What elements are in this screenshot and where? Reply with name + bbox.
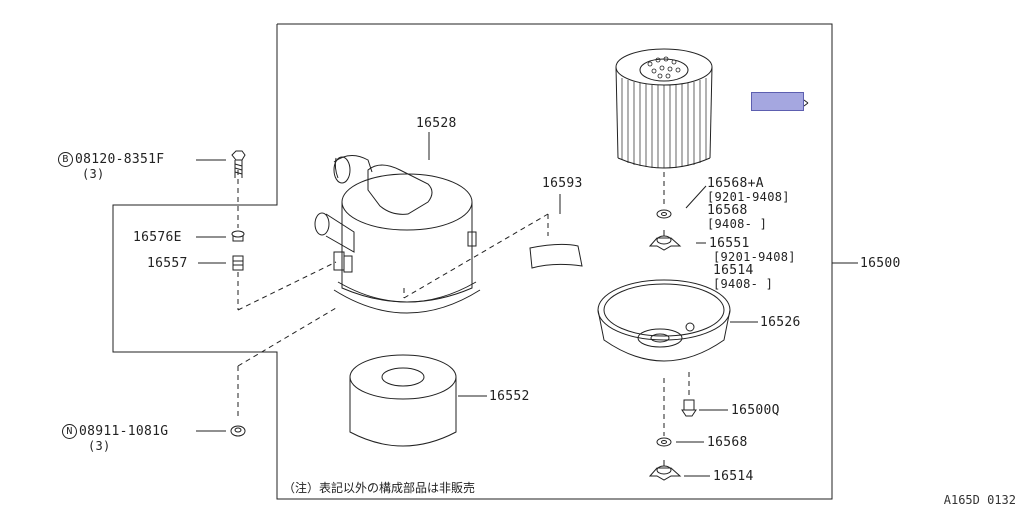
label-16514-range: [9408- ] xyxy=(713,277,774,291)
label-16568[interactable]: 16568 xyxy=(707,203,748,218)
label-16593[interactable]: 16593 xyxy=(542,176,583,191)
circle-n-icon: N xyxy=(62,424,77,439)
footnote: （注）表記以外の構成部品は非販売 xyxy=(283,481,476,495)
wing-nut-upper xyxy=(648,230,682,251)
label-16568-range: [9408- ] xyxy=(707,217,768,231)
label-bolt-qty: (3) xyxy=(82,167,105,181)
label-16514-lower[interactable]: 16514 xyxy=(713,469,754,484)
label-16576E[interactable]: 16576E xyxy=(133,230,182,245)
wing-nut-lower xyxy=(648,460,682,481)
assembly-frame xyxy=(112,23,833,500)
label-16500Q[interactable]: 16500Q xyxy=(731,403,780,418)
grommet xyxy=(231,230,245,242)
nut xyxy=(230,425,246,437)
drain-valve xyxy=(681,399,697,417)
pre-cleaner-element xyxy=(349,354,457,447)
nut-number: 08911-1081G xyxy=(79,424,169,439)
air-cleaner-bowl xyxy=(597,279,731,362)
label-16514-upper[interactable]: 16514 xyxy=(713,263,754,278)
collar xyxy=(232,255,244,271)
label-16552[interactable]: 16552 xyxy=(489,389,530,404)
air-cleaner-body xyxy=(314,155,481,314)
label-nut-qty: (3) xyxy=(88,439,111,453)
diagram-reference: A165D 0132 xyxy=(943,493,1016,507)
label-16551-range: [9201-9408] xyxy=(713,250,796,264)
bolt xyxy=(231,150,246,178)
label-16528[interactable]: 16528 xyxy=(416,116,457,131)
label-16500[interactable]: 16500 xyxy=(860,256,901,271)
bolt-number: 08120-8351F xyxy=(75,152,165,167)
label-16557[interactable]: 16557 xyxy=(147,256,188,271)
highlight-marker xyxy=(751,92,804,111)
label-16526[interactable]: 16526 xyxy=(760,315,801,330)
circle-b-icon: B xyxy=(58,152,73,167)
label-16551[interactable]: 16551 xyxy=(709,236,750,251)
air-filter-element xyxy=(615,48,713,169)
label-16568A[interactable]: 16568+A xyxy=(707,176,764,191)
label-16568-lower[interactable]: 16568 xyxy=(707,435,748,450)
label-16568A-range: [9201-9408] xyxy=(707,190,790,204)
